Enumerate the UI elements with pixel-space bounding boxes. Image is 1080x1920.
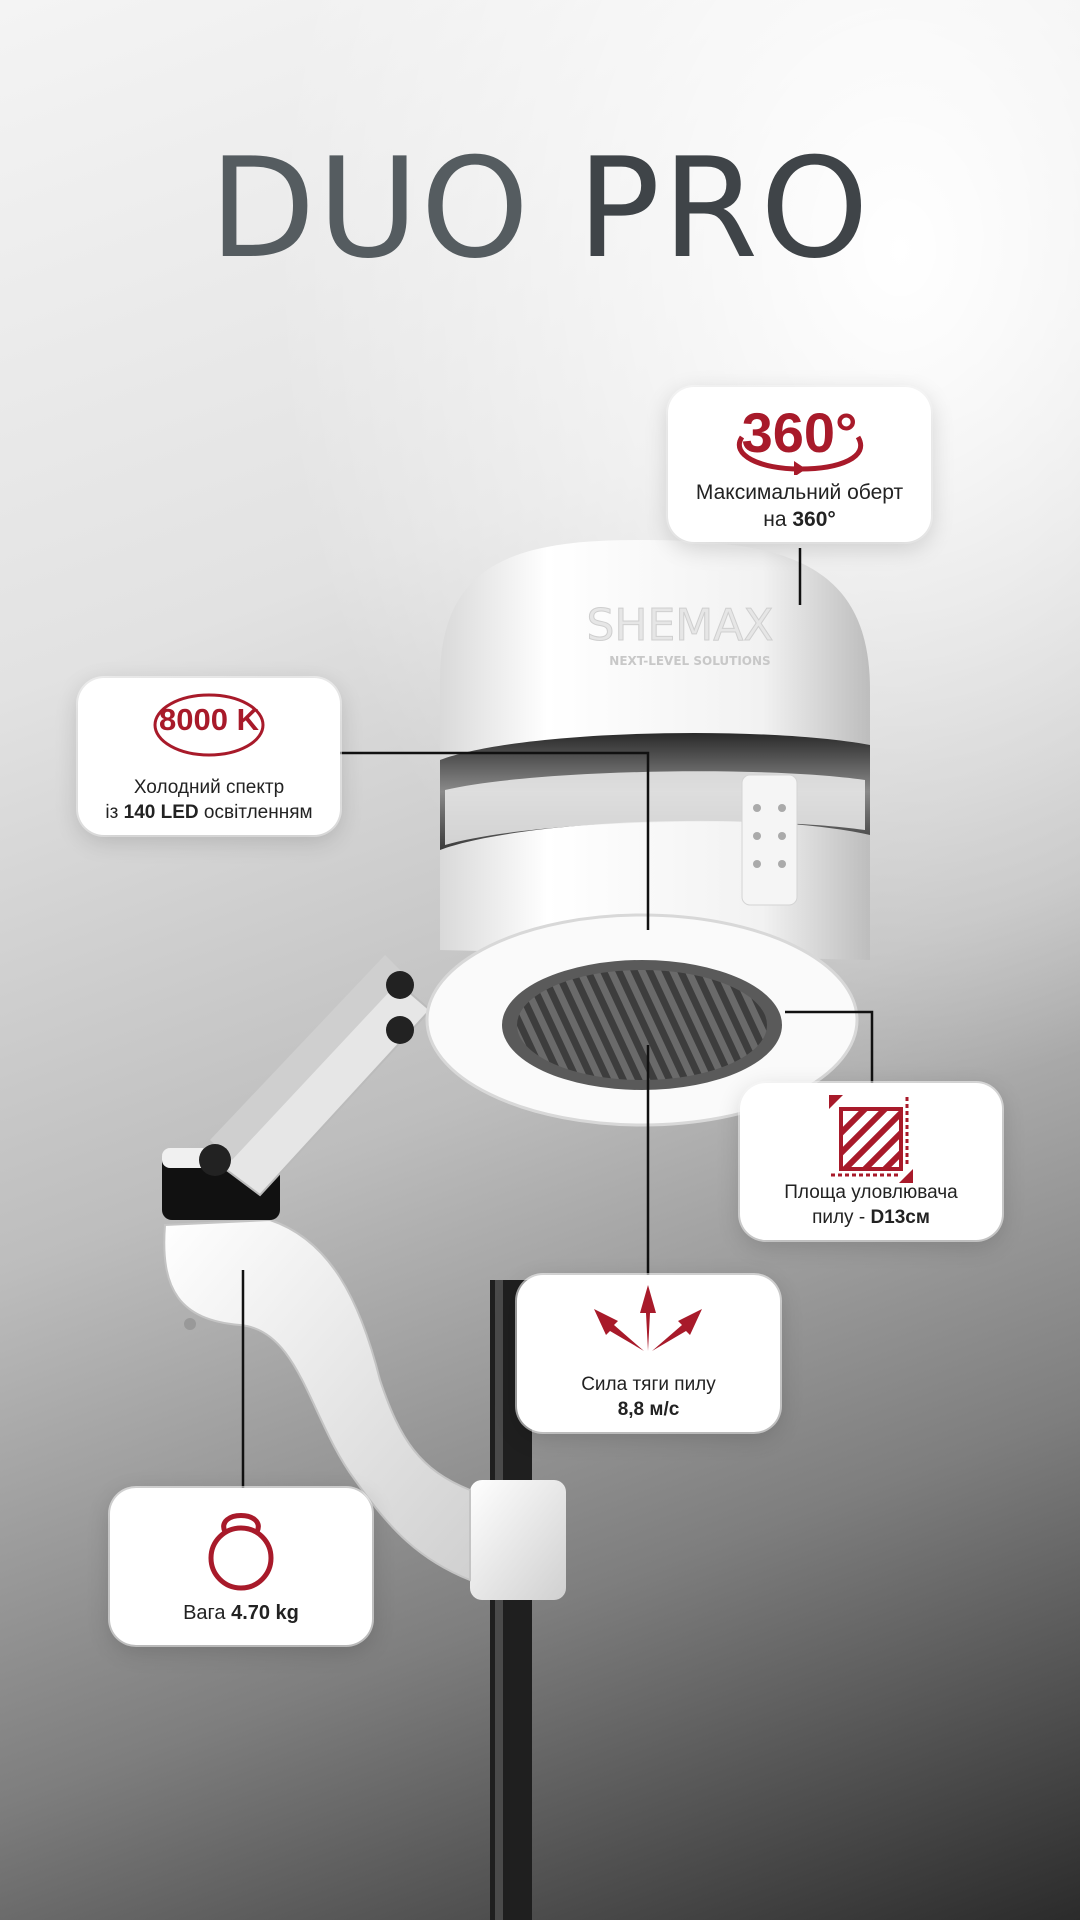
area-square-icon <box>829 1095 913 1183</box>
callout-line-area <box>785 1010 874 1083</box>
light-line-1: Холодний спектр <box>133 777 285 798</box>
pole-clamp <box>470 1480 566 1600</box>
feature-card-light: 8000 K Холодний спектр із 140 LED освітл… <box>78 678 340 835</box>
rotation-line-2-prefix: на <box>763 508 793 532</box>
area-line-1: Площа уловлювача <box>784 1182 958 1203</box>
rotation-line-2-bold: 360° <box>792 508 836 532</box>
light-badge: 8000 K <box>159 702 259 737</box>
feature-card-rotation: 360° Максимальний оберт на 360° <box>668 387 931 542</box>
weight-text: Вага 4.70 kg <box>120 1600 362 1626</box>
light-line-2-bold: 140 LED <box>123 801 199 823</box>
light-line-2-prefix: із <box>105 801 124 823</box>
suction-arrows-icon <box>594 1285 702 1351</box>
kettlebell-icon <box>208 1513 274 1591</box>
area-line-2-bold: D13см <box>870 1206 930 1228</box>
feature-card-area: Площа уловлювача пилу - D13см <box>740 1083 1002 1240</box>
control-panel <box>741 774 798 906</box>
weight-line-1-bold: 4.70 kg <box>231 1602 299 1624</box>
suction-line-2-bold: 8,8 м/с <box>617 1398 680 1420</box>
upper-arm-1 <box>218 978 432 1197</box>
rotation-arrow-icon <box>737 435 863 475</box>
suction-line-1: Сила тяги пилу <box>581 1374 716 1395</box>
lower-arm <box>163 1218 471 1582</box>
title-part-1: DUO <box>209 128 532 289</box>
feature-card-weight: Вага 4.70 kg <box>110 1488 372 1645</box>
light-text: Холодний спектр із 140 LED освітленням <box>88 776 330 825</box>
callout-line-light <box>340 751 650 930</box>
brand-subtext: NEXT-LEVEL SOLUTIONS <box>609 654 770 668</box>
rotation-line-1: Максимальний оберт <box>695 481 904 504</box>
product-title: DUO PRO <box>0 140 1080 278</box>
title-part-2: PRO <box>577 128 871 289</box>
light-line-2-suffix: освітленням <box>198 801 313 823</box>
weight-line-1-prefix: Вага <box>183 1602 232 1624</box>
suction-text: Сила тяги пилу 8,8 м/с <box>527 1373 770 1422</box>
rotation-text: Максимальний оберт на 360° <box>678 479 921 534</box>
feature-card-suction: Сила тяги пилу 8,8 м/с <box>517 1275 780 1432</box>
brand-logo: SHEMAX <box>586 600 773 651</box>
rotation-badge: 360° <box>741 401 858 464</box>
area-text: Площа уловлювача пилу - D13см <box>750 1181 992 1230</box>
light-ring-icon <box>153 693 265 757</box>
area-line-2-prefix: пилу - <box>812 1206 871 1228</box>
